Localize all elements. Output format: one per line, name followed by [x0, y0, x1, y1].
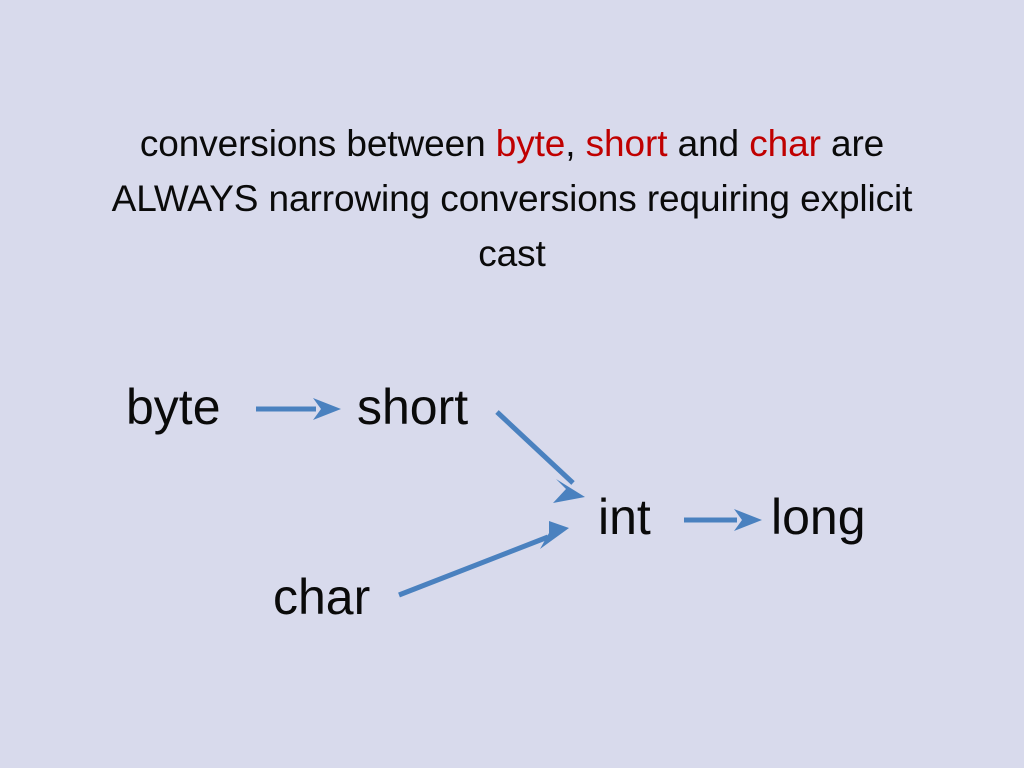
- diagram-node-int: int: [598, 489, 651, 545]
- keyword-char: char: [749, 123, 821, 164]
- diagram-node-short: short: [357, 379, 469, 435]
- title-line-1: conversions between byte, short and char…: [62, 116, 962, 171]
- arrow-char-to-int: [398, 521, 569, 598]
- title-line-3: cast: [478, 233, 546, 274]
- arrow-int-to-long-head: [734, 509, 762, 531]
- title-line-1-sep-2: and: [667, 123, 750, 164]
- diagram-node-long: long: [771, 489, 866, 545]
- arrow-short-to-int-head: [553, 479, 585, 503]
- slide-title: conversions between byte, short and char…: [62, 116, 962, 281]
- arrow-char-to-int-head: [540, 521, 569, 549]
- keyword-byte: byte: [495, 123, 566, 164]
- arrow-byte-to-short-head: [313, 398, 341, 420]
- title-line-2: ALWAYS narrowing conversions requiring e…: [111, 178, 913, 219]
- arrow-byte-to-short: [256, 398, 341, 420]
- arrow-char-to-int-shaft: [398, 534, 549, 598]
- diagram-node-byte: byte: [126, 379, 221, 435]
- title-line-1-text-2: are: [820, 123, 885, 164]
- diagram-node-char: char: [273, 569, 371, 625]
- title-line-1-sep-1: ,: [565, 123, 586, 164]
- arrow-short-to-int-shaft: [495, 410, 575, 485]
- arrow-short-to-int: [495, 410, 585, 503]
- arrow-int-to-long: [684, 509, 762, 531]
- title-line-1-text-1: conversions between: [139, 123, 496, 164]
- keyword-short: short: [585, 123, 668, 164]
